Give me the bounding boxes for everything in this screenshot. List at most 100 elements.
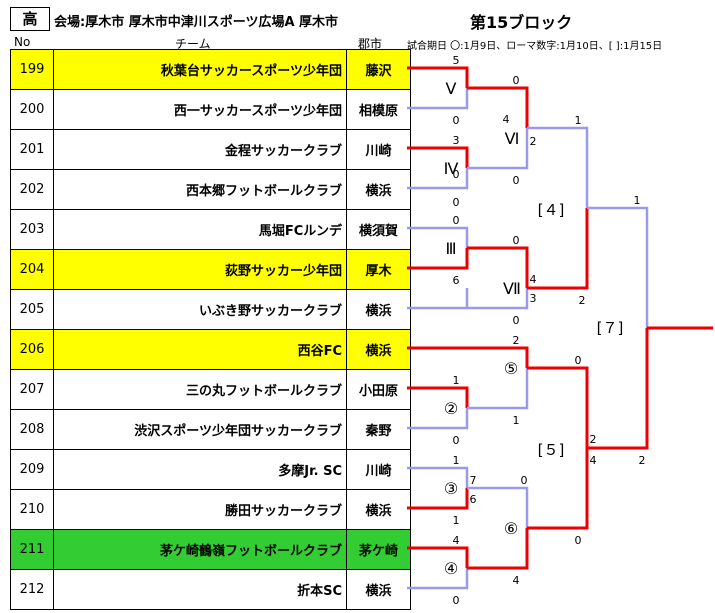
team-city: 横須賀 [346,209,411,250]
col-header-no: No [14,35,31,49]
match-label: Ⅳ [444,159,459,178]
team-number: 209 [10,449,54,490]
match-label: ⑥ [504,519,518,538]
bracket-line [407,146,469,168]
bracket-line [407,346,529,368]
team-number: 211 [10,529,54,570]
team-city: 川崎 [346,129,411,170]
match-label: [４] [538,201,565,219]
score-label: 7 [470,474,477,487]
bracket-line [527,366,589,448]
bracket-line [587,206,649,328]
score-label: 2 [513,334,520,347]
bracket-line [467,288,529,310]
bracket-line [407,488,469,510]
score-label: 1 [513,414,520,427]
score-label: 4 [590,454,597,467]
team-number: 206 [10,329,54,370]
match-label: Ⅲ [445,239,456,258]
match-label: ④ [444,559,458,578]
score-label: 0 [513,74,520,87]
venue-title: 会場:厚木市 厚木市中津川スポーツ広場A 厚木市 [54,15,339,30]
score-label: 0 [453,196,460,209]
score-label: 1 [634,194,641,207]
score-label: 6 [453,274,460,287]
team-city: 横浜 [346,289,411,330]
score-label: 0 [453,594,460,607]
match-label: ⑤ [504,359,518,378]
bracket-line [587,328,649,450]
score-label: 3 [453,134,460,147]
team-number: 204 [10,249,54,290]
team-name: 西本郷フットボールクラブ [53,169,347,210]
score-label: 1 [453,374,460,387]
bracket-line [467,86,529,128]
score-label: 6 [470,493,477,506]
score-label: 1 [575,114,582,127]
score-label: 0 [453,114,460,127]
bracket-line [407,226,469,248]
bracket-line [407,546,469,568]
score-label: 0 [453,214,460,227]
score-label: 0 [575,354,582,367]
bracket-line [407,408,469,430]
team-city: 小田原 [346,369,411,410]
bracket-line [407,88,469,110]
team-name: 多摩Jr. SC [53,449,347,490]
score-label: 0 [453,168,460,181]
team-number: 212 [10,569,54,610]
team-city: 横浜 [346,569,411,610]
bracket-line [407,66,469,88]
bracket-line [407,248,469,270]
score-label: 4 [530,273,537,286]
score-label: 3 [530,292,537,305]
bracket-line [467,528,529,570]
team-number: 203 [10,209,54,250]
team-name: 馬堀FCルンデ [53,209,347,250]
col-header-team: チーム [175,37,211,51]
team-city: 茅ケ崎 [346,529,411,570]
score-label: 1 [453,514,460,527]
bracket-line [407,466,469,488]
team-name: 茅ケ崎鶴嶺フットボールクラブ [53,529,347,570]
team-number: 202 [10,169,54,210]
score-label: 0 [521,474,528,487]
match-label: ③ [444,479,458,498]
bracket-line [467,368,529,410]
score-label: 4 [513,574,520,587]
team-number: 208 [10,409,54,450]
bracket-line [407,386,469,408]
team-number: 201 [10,129,54,170]
team-number: 207 [10,369,54,410]
match-label: ② [444,399,458,418]
team-name: 西谷FC [53,329,347,370]
match-label: Ⅶ [503,279,521,298]
bracket-line [407,288,469,310]
team-city: 横浜 [346,489,411,530]
team-name: いぶき野サッカークラブ [53,289,347,330]
team-number: 199 [10,49,54,90]
team-name: 西一サッカースポーツ少年団 [53,89,347,130]
bracket-line [407,568,469,590]
score-label: 2 [590,433,597,446]
score-label: 0 [513,234,520,247]
bracket-line [407,168,469,190]
score-label: 2 [579,294,586,307]
team-number: 210 [10,489,54,530]
bracket-line [527,448,589,530]
team-city: 相模原 [346,89,411,130]
block-title: 第15ブロック [470,13,573,32]
score-label: 5 [453,54,460,67]
score-label: 0 [513,174,520,187]
